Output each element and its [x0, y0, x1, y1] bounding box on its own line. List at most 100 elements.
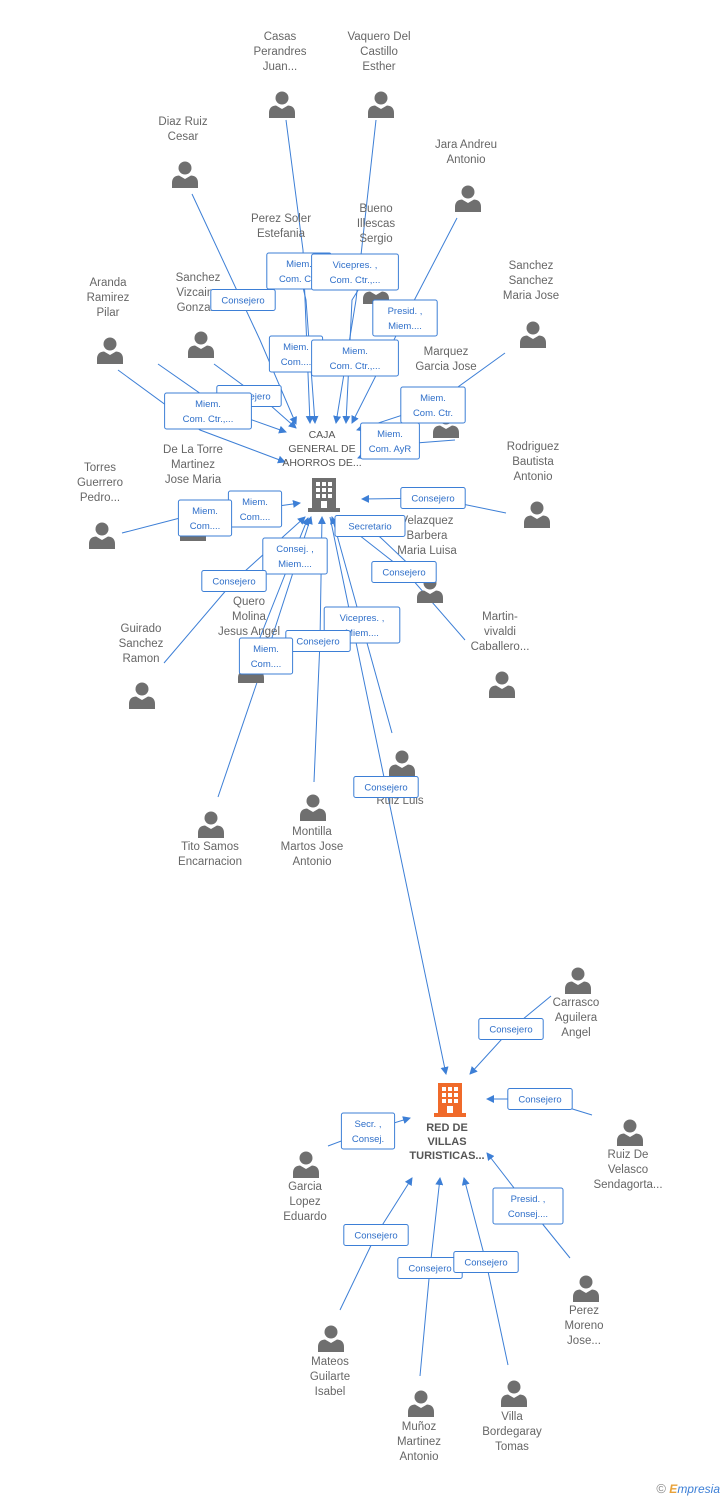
- person-node-casas[interactable]: CasasPerandresJuan...: [253, 31, 307, 118]
- role-label-jara[interactable]: Presid. ,Miem....: [372, 299, 438, 337]
- role-label-velazquez[interactable]: Secretario: [334, 515, 406, 537]
- company-label-line: AHORROS DE...: [282, 457, 361, 469]
- person-label-line: vivaldi: [484, 626, 516, 638]
- edge-diaz-caja: [191, 193, 297, 425]
- role-label-bueno[interactable]: Vicepres. ,Com. Ctr.,...: [311, 253, 399, 291]
- role-label-rodriguez[interactable]: Consejero: [400, 487, 466, 509]
- person-label-line: Molina: [232, 611, 266, 623]
- role-text: Consejero: [212, 577, 255, 588]
- person-label-line: Maria Jose: [503, 290, 559, 302]
- role-label-mateos[interactable]: Consejero: [343, 1224, 409, 1246]
- role-label-caja-red[interactable]: Consejero: [353, 776, 419, 798]
- role-label-sanchezsm[interactable]: Miem.Com. Ctr.: [400, 386, 466, 424]
- role-label-perezmoreno[interactable]: Presid. ,Consej....: [492, 1187, 564, 1225]
- role-label-martin[interactable]: Consejero: [371, 561, 437, 583]
- person-label-line: Gonzalo: [177, 302, 220, 314]
- person-label-line: Bautista: [512, 456, 554, 468]
- person-label-line: Aranda: [89, 277, 127, 289]
- person-label-line: Angel: [561, 1027, 590, 1039]
- role-text: Consejero: [382, 568, 425, 579]
- person-label-line: Guilarte: [310, 1371, 350, 1383]
- person-label-line: Sanchez: [509, 260, 554, 272]
- role-label-guirado[interactable]: Consejero: [201, 570, 267, 592]
- role-text: Secr. ,: [355, 1119, 382, 1130]
- role-label-montilla[interactable]: Consejero: [285, 630, 351, 652]
- role-label-diaz[interactable]: Consejero: [210, 289, 276, 311]
- person-label-line: Sanchez: [119, 638, 164, 650]
- role-text: Consejero: [296, 637, 339, 648]
- person-label-line: Perandres: [253, 46, 306, 58]
- person-label-line: Moreno: [565, 1320, 604, 1332]
- person-icon: [573, 1275, 599, 1302]
- person-label-line: Velasco: [608, 1164, 648, 1176]
- person-icon: [129, 682, 155, 709]
- building-icon: [308, 478, 340, 512]
- role-label-garcia[interactable]: Secr. ,Consej.: [340, 1112, 396, 1150]
- person-label-line: Pilar: [96, 307, 119, 319]
- person-icon: [368, 91, 394, 118]
- person-label-line: Castillo: [360, 46, 398, 58]
- person-label-line: Cesar: [168, 131, 199, 143]
- company-node-red[interactable]: RED DEVILLASTURISTICAS...: [409, 1083, 485, 1162]
- person-icon: [198, 811, 224, 838]
- person-icon: [97, 337, 123, 364]
- role-label-ruizdevelasco[interactable]: Consejero: [507, 1088, 573, 1110]
- role-text: Presid. ,: [388, 306, 423, 317]
- role-label-delatorre[interactable]: Miem.Com....: [227, 490, 283, 528]
- empresia-footer[interactable]: © Empresia: [656, 1481, 720, 1496]
- role-text: Vicepres. ,: [333, 260, 378, 271]
- company-label-line: VILLAS: [427, 1136, 466, 1148]
- person-icon: [565, 967, 591, 994]
- role-text: Miem.: [342, 346, 368, 357]
- person-label-line: Antonio: [513, 471, 552, 483]
- person-node-ruizdevelasco[interactable]: Ruiz DeVelascoSendagorta...: [593, 1119, 663, 1192]
- role-text: Consejero: [221, 296, 264, 307]
- role-label-carrasco[interactable]: Consejero: [478, 1018, 544, 1040]
- role-text: Consejero: [408, 1264, 451, 1275]
- role-label-quero[interactable]: Consej. , Miem....: [262, 537, 328, 575]
- person-label-line: Quero: [233, 596, 265, 608]
- person-node-perezmoreno[interactable]: PerezMorenoJose...: [565, 1275, 604, 1348]
- role-label-marquez[interactable]: Miem.Com. AyR: [360, 422, 420, 460]
- role-text: Consejero: [364, 783, 407, 794]
- role-text: Consej. ,: [276, 544, 314, 555]
- person-label-line: Garcia: [288, 1181, 322, 1193]
- person-node-martin[interactable]: Martin-vivaldiCaballero...: [471, 611, 530, 698]
- role-label-vaquero[interactable]: Miem. Com. Ctr.,...: [311, 339, 399, 377]
- role-text: Com. Ctr.,...: [330, 361, 381, 372]
- role-label-torres[interactable]: Miem.Com....: [177, 499, 233, 537]
- role-label-villa[interactable]: Consejero: [453, 1251, 519, 1273]
- brand-name: mpresia: [677, 1482, 720, 1496]
- role-text: Miem....: [278, 559, 312, 570]
- role-label-munoz[interactable]: Consejero: [397, 1257, 463, 1279]
- person-label-line: Isabel: [315, 1386, 346, 1398]
- person-label-line: Tito Samos: [181, 841, 239, 853]
- person-node-torres[interactable]: TorresGuerreroPedro...: [77, 462, 123, 549]
- role-label-aranda[interactable]: Miem.Com. Ctr.,...: [164, 392, 252, 430]
- person-label-line: Garcia Jose: [415, 361, 476, 373]
- role-label-tito[interactable]: Miem.Com....: [238, 637, 294, 675]
- brand-initial: E: [669, 1482, 678, 1496]
